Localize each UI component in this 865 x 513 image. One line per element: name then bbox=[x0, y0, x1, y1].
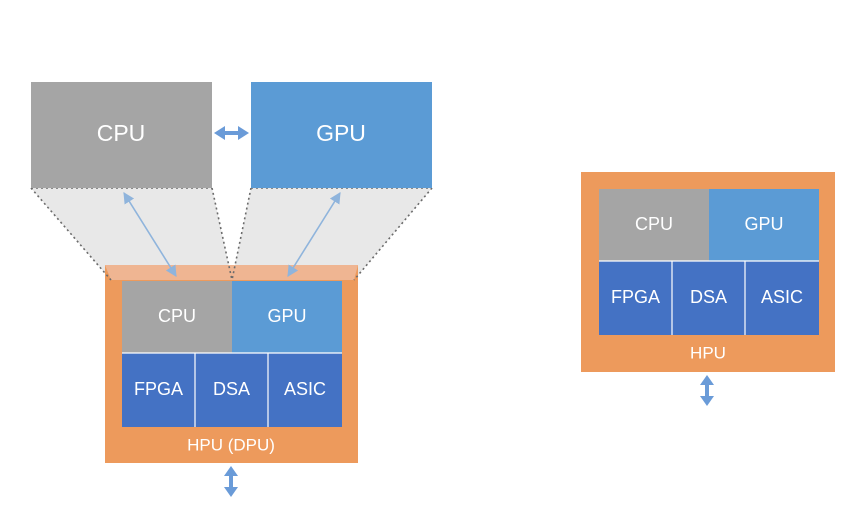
left-tile-separators bbox=[122, 352, 342, 427]
right-fpga-label: FPGA bbox=[611, 287, 660, 307]
right-dsa-tile bbox=[672, 261, 745, 335]
inner-gpu-label: GPU bbox=[267, 306, 306, 326]
fpga-tile bbox=[122, 353, 195, 427]
cpu-gpu-link-arrow bbox=[214, 126, 249, 140]
fpga-label: FPGA bbox=[134, 379, 183, 399]
inner-cpu-tile bbox=[122, 281, 232, 353]
right-dsa-label: DSA bbox=[690, 287, 727, 307]
right-cpu-label: CPU bbox=[635, 214, 673, 234]
right-gpu-label: GPU bbox=[744, 214, 783, 234]
right-io-arrow bbox=[700, 375, 714, 406]
inner-gpu-tile bbox=[232, 281, 342, 353]
top-gpu-box bbox=[251, 82, 432, 188]
right-gpu-tile bbox=[709, 189, 819, 261]
right-asic-label: ASIC bbox=[761, 287, 803, 307]
asic-label: ASIC bbox=[284, 379, 326, 399]
dsa-label: DSA bbox=[213, 379, 250, 399]
cpu-projection-link-arrow bbox=[123, 192, 177, 277]
hpu-dpu-label: HPU (DPU) bbox=[187, 435, 275, 454]
right-asic-tile bbox=[745, 261, 819, 335]
top-cpu-label: CPU bbox=[97, 120, 146, 146]
right-tile-separators bbox=[599, 260, 819, 335]
top-gpu-label: GPU bbox=[316, 120, 366, 146]
left-io-arrow bbox=[224, 466, 238, 497]
right-diagram: CPU GPU FPGA DSA ASIC HPU bbox=[581, 172, 835, 406]
left-diagram: CPU GPU CPU GPU FPGA DSA ASIC HPU (DPU) bbox=[30, 82, 433, 497]
gpu-projection-link-arrow bbox=[287, 192, 341, 277]
hpu-label: HPU bbox=[690, 343, 726, 362]
right-cpu-tile bbox=[599, 189, 709, 261]
dsa-tile bbox=[195, 353, 268, 427]
right-fpga-tile bbox=[599, 261, 672, 335]
asic-tile bbox=[268, 353, 342, 427]
top-cpu-box bbox=[31, 82, 212, 188]
inner-cpu-label: CPU bbox=[158, 306, 196, 326]
